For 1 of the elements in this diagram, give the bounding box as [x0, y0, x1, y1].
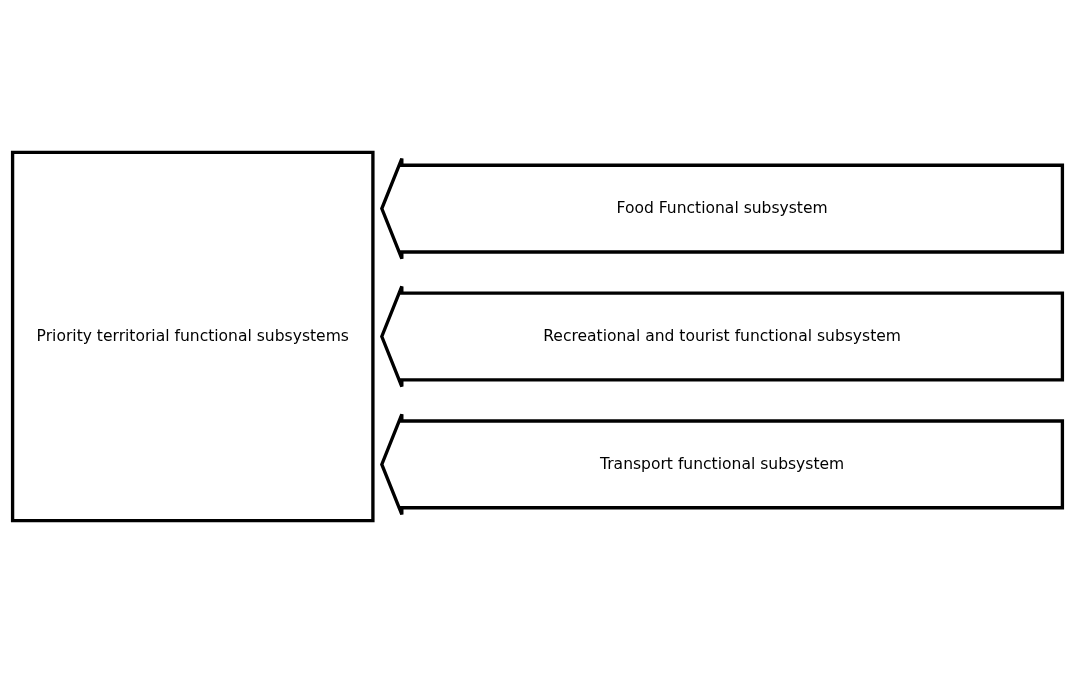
node-box: Priority territorial functional subsystems — [10, 150, 375, 523]
